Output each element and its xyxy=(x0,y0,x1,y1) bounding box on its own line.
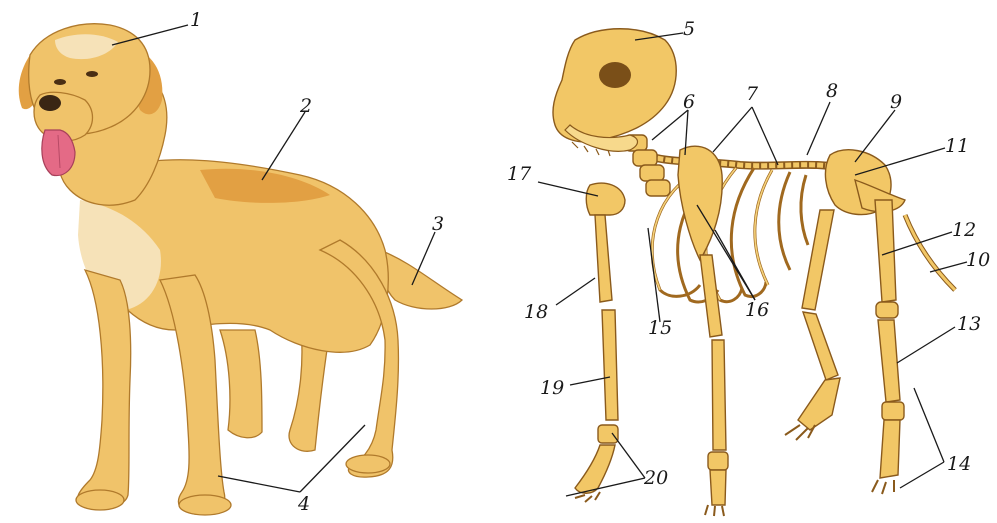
front-leg-far xyxy=(700,255,728,516)
label-12: 12 xyxy=(952,219,976,241)
label-13: 13 xyxy=(957,313,981,335)
skull xyxy=(553,29,676,156)
scapula xyxy=(678,146,722,260)
label-5: 5 xyxy=(683,18,695,40)
label-4: 4 xyxy=(297,493,310,515)
front-leg-near xyxy=(575,183,625,502)
label-2: 2 xyxy=(299,95,312,117)
dog-nose-icon xyxy=(39,95,61,111)
dog-illustration xyxy=(19,24,462,515)
rib-cage xyxy=(652,168,808,302)
label-16: 16 xyxy=(745,299,769,321)
label-18: 18 xyxy=(524,301,548,323)
label-9: 9 xyxy=(890,91,902,113)
pelvis xyxy=(825,150,905,215)
dog-eye-icon xyxy=(54,79,66,85)
dog-eye-icon xyxy=(86,71,98,77)
label-17: 17 xyxy=(507,163,532,185)
label-11: 11 xyxy=(945,135,969,157)
label-3: 3 xyxy=(432,213,444,235)
label-14: 14 xyxy=(947,453,971,475)
label-7: 7 xyxy=(746,83,759,105)
label-8: 8 xyxy=(826,80,838,102)
label-10: 10 xyxy=(966,249,990,271)
hind-leg-near xyxy=(872,200,904,494)
label-20: 20 xyxy=(643,467,668,489)
label-1: 1 xyxy=(190,9,202,31)
hind-leg-far xyxy=(785,210,840,440)
label-19: 19 xyxy=(540,377,564,399)
label-15: 15 xyxy=(648,317,672,339)
label-6: 6 xyxy=(683,91,695,113)
